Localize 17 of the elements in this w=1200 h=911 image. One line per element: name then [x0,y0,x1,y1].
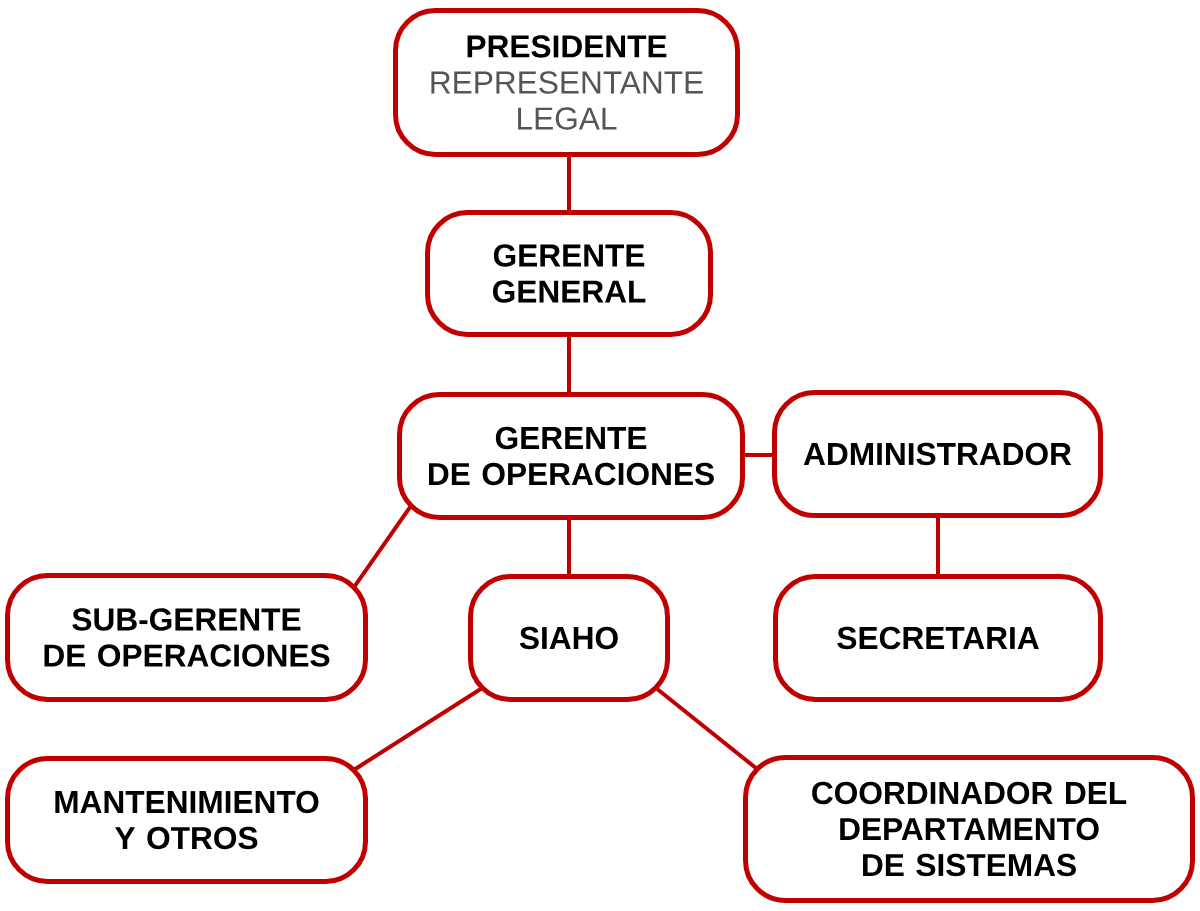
role-box: GERENTE GENERAL [425,210,713,337]
role-box: MANTENIMIENTO Y OTROS [5,756,368,884]
role-box: SUB-GERENTE DE OPERACIONES [5,573,368,702]
connector-line [352,505,413,588]
role-box: SECRETARIA [773,574,1103,702]
connector-line [655,687,758,771]
role-box: ADMINISTRADOR [772,390,1103,518]
connector-line [745,453,772,457]
connector-line [353,686,483,772]
role-box: COORDINADOR DEL DEPARTAMENTO DE SISTEMAS [743,755,1195,903]
role-box: PRESIDENTE REPRESENTANTE LEGAL [393,8,740,157]
connector-line [567,157,571,210]
role-box: SIAHO [468,574,670,702]
connector-line [567,520,571,574]
connector-line [936,518,940,574]
role-box: GERENTE DE OPERACIONES [397,392,745,520]
connector-line [567,337,571,392]
